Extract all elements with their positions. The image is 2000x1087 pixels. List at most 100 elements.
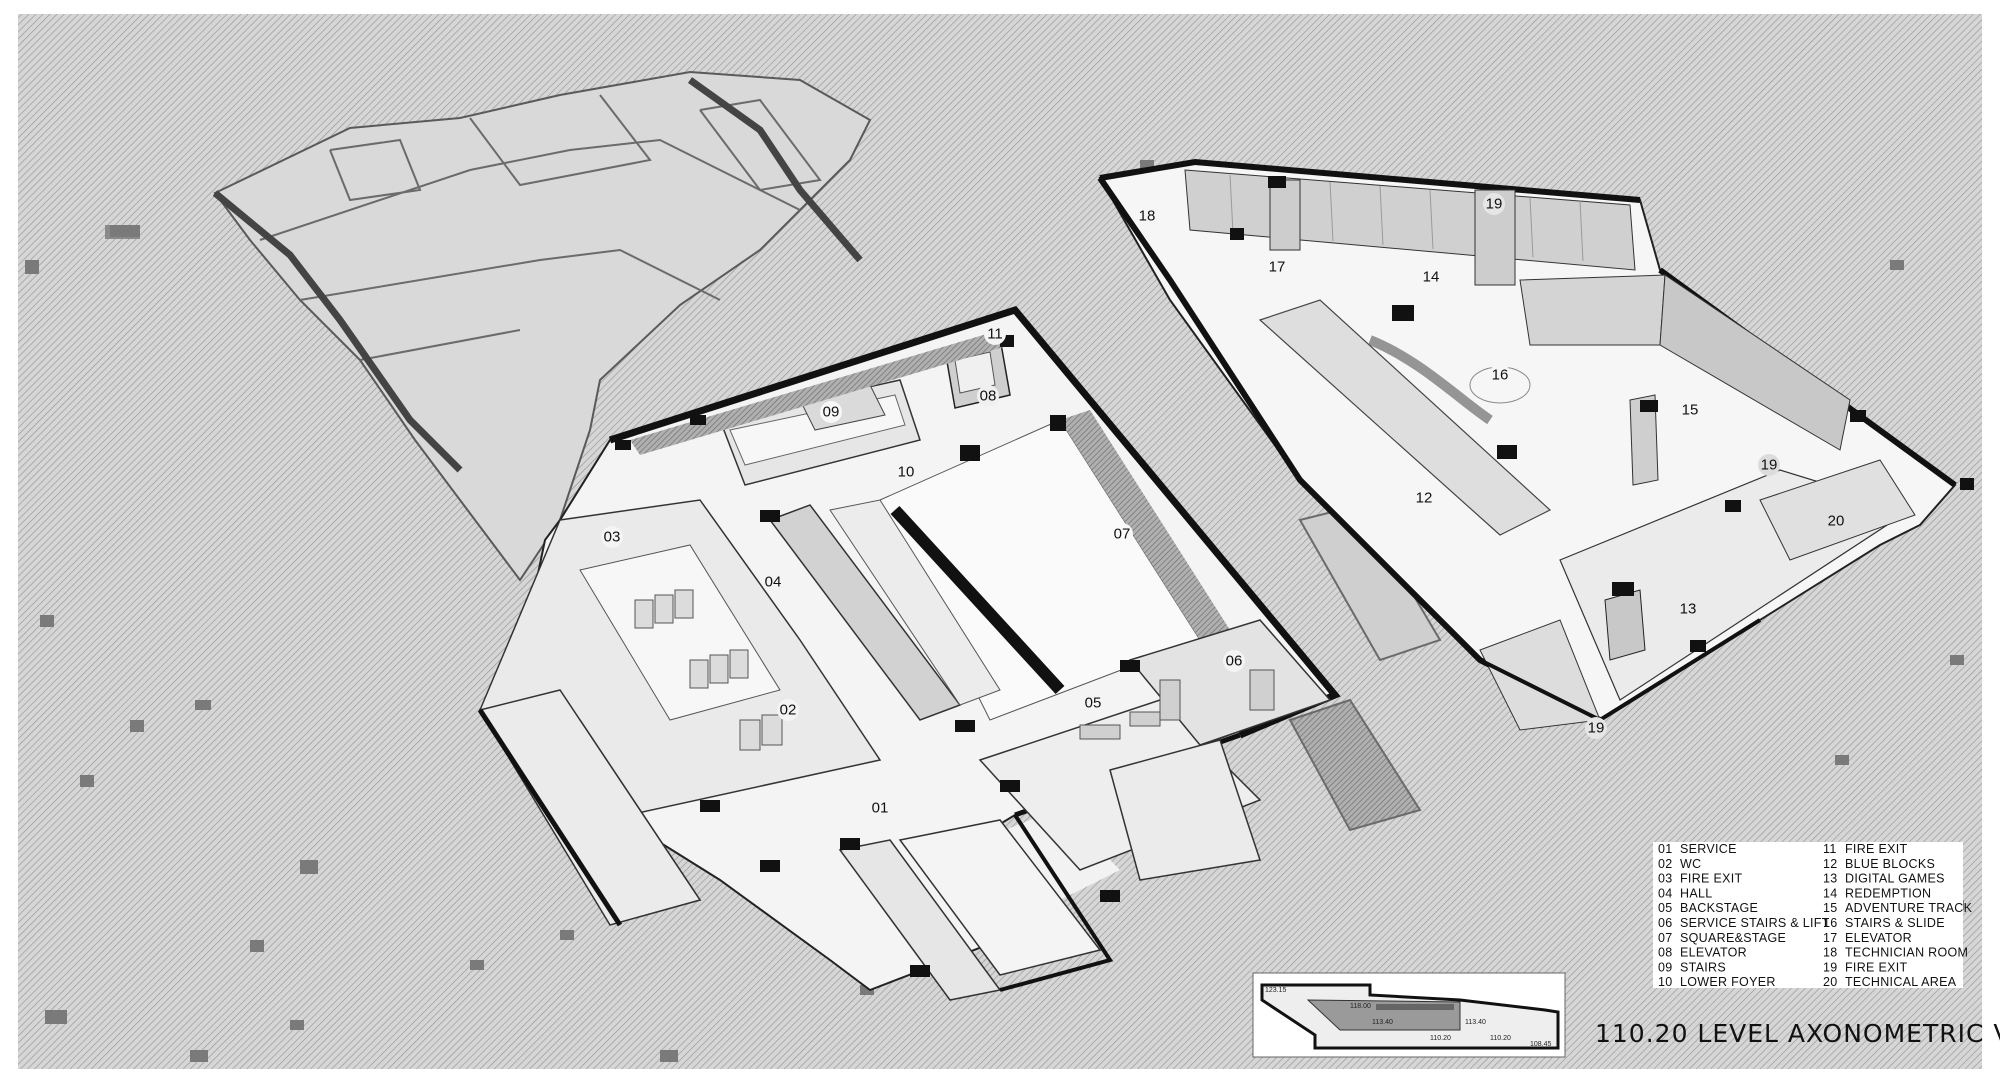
drawing-title: 110.20 LEVEL AXONOMETRIC VIEW [1595, 1019, 2000, 1048]
svg-text:02: 02 [780, 702, 797, 719]
legend-number: 09 [1658, 960, 1673, 974]
room-tag-08: 08 [977, 385, 999, 407]
room-tag-19: 19 [1758, 454, 1780, 476]
room-tag-18: 18 [1136, 205, 1158, 227]
legend-number: 11 [1823, 842, 1837, 856]
right-building [1097, 158, 1974, 731]
legend-label: SERVICE [1680, 842, 1737, 856]
room-tag-19: 19 [1483, 193, 1505, 215]
room-tag-07: 07 [1111, 523, 1133, 545]
svg-text:20: 20 [1828, 513, 1845, 530]
room-tag-16: 16 [1489, 364, 1511, 386]
svg-text:15: 15 [1682, 402, 1699, 419]
left-building [477, 305, 1341, 1001]
room-tag-06: 06 [1223, 650, 1245, 672]
legend-number: 03 [1658, 872, 1673, 886]
legend-label: TECHNICIAN ROOM [1845, 946, 1968, 960]
legend-label: ELEVATOR [1680, 946, 1747, 960]
legend-label: HALL [1680, 886, 1712, 900]
svg-text:11: 11 [987, 326, 1003, 343]
legend-label: SQUARE&STAGE [1680, 931, 1786, 945]
svg-text:110.20: 110.20 [1430, 1035, 1451, 1042]
svg-text:16: 16 [1492, 367, 1509, 384]
legend-label: STAIRS & SLIDE [1845, 916, 1945, 930]
legend-label: FIRE EXIT [1680, 872, 1742, 886]
ghost-building-thick-edges [212, 77, 863, 473]
room-tag-14: 14 [1420, 266, 1442, 288]
room-tag-01: 01 [869, 797, 891, 819]
svg-text:04: 04 [765, 574, 782, 591]
legend-number: 07 [1658, 931, 1673, 945]
legend-number: 02 [1658, 857, 1673, 871]
legend-number: 01 [1658, 842, 1673, 856]
svg-text:08: 08 [980, 388, 997, 405]
legend-label: STAIRS [1680, 960, 1726, 974]
legend-number: 04 [1658, 886, 1673, 900]
legend-number: 13 [1823, 872, 1838, 886]
room-tag-11: 11 [984, 323, 1006, 345]
ghost-outline-right [1179, 199, 1442, 832]
room-tag-04: 04 [762, 571, 784, 593]
room-tag-03: 03 [601, 526, 623, 548]
room-tag-12: 12 [1413, 487, 1435, 509]
legend-number: 15 [1823, 901, 1838, 915]
legend-number: 17 [1823, 931, 1838, 945]
svg-text:12: 12 [1416, 490, 1433, 507]
svg-text:118.00: 118.00 [1350, 1003, 1371, 1010]
svg-text:10: 10 [898, 464, 915, 481]
svg-text:19: 19 [1761, 457, 1778, 474]
room-tag-20: 20 [1825, 510, 1847, 532]
room-tag-05: 05 [1082, 692, 1104, 714]
svg-text:19: 19 [1486, 196, 1503, 213]
legend-number: 05 [1658, 901, 1673, 915]
legend-number: 14 [1823, 886, 1838, 900]
svg-text:09: 09 [823, 404, 840, 421]
room-tag-10: 10 [895, 461, 917, 483]
svg-text:03: 03 [604, 529, 621, 546]
svg-text:123.15: 123.15 [1265, 987, 1287, 994]
legend-label: BACKSTAGE [1680, 901, 1758, 915]
legend-label: LOWER FOYER [1680, 975, 1776, 989]
legend-number: 06 [1658, 916, 1673, 930]
room-tags: 01 02 03 04 05 06 07 08 09 10 11 12 13 1… [601, 193, 1847, 819]
svg-text:110.20: 110.20 [1490, 1035, 1511, 1042]
svg-text:13: 13 [1680, 601, 1697, 618]
room-tag-17: 17 [1266, 256, 1288, 278]
legend-label: DIGITAL GAMES [1845, 872, 1945, 886]
legend-label: BLUE BLOCKS [1845, 857, 1935, 871]
svg-text:108.45: 108.45 [1530, 1041, 1552, 1048]
legend-label: REDEMPTION [1845, 886, 1931, 900]
svg-text:18: 18 [1139, 208, 1156, 225]
legend-label: ELEVATOR [1845, 931, 1912, 945]
svg-text:01: 01 [872, 800, 889, 817]
legend-number: 12 [1823, 857, 1838, 871]
room-tag-09: 09 [820, 401, 842, 423]
svg-text:19: 19 [1588, 720, 1605, 737]
room-tag-13: 13 [1677, 598, 1699, 620]
legend-label: FIRE EXIT [1845, 842, 1907, 856]
legend-number: 20 [1823, 975, 1838, 989]
section-inset: 123.15 118.00 113.40 113.40 110.20 110.2… [1252, 972, 1566, 1058]
legend-label: ADVENTURE TRACK [1845, 901, 1973, 915]
legend-number: 16 [1823, 916, 1838, 930]
svg-text:05: 05 [1085, 695, 1102, 712]
legend-number: 08 [1658, 946, 1673, 960]
svg-text:17: 17 [1269, 259, 1286, 276]
legend-number: 10 [1658, 975, 1673, 989]
legend-number: 18 [1823, 946, 1838, 960]
room-tag-15: 15 [1679, 399, 1701, 421]
legend-label: TECHNICAL AREA [1845, 975, 1957, 989]
svg-text:06: 06 [1226, 653, 1243, 670]
room-tag-02: 02 [777, 699, 799, 721]
legend-number: 19 [1823, 960, 1838, 974]
svg-text:14: 14 [1423, 269, 1440, 286]
svg-text:07: 07 [1114, 526, 1131, 543]
room-tag-19: 19 [1585, 717, 1607, 739]
legend: 01 SERVICE 02 WC 03 FIRE EXIT 04 HALL 05 BACKSTAG… [1653, 842, 1973, 989]
svg-text:113.40: 113.40 [1372, 1019, 1393, 1026]
svg-text:113.40: 113.40 [1465, 1019, 1486, 1026]
legend-label: SERVICE STAIRS & LIFT [1680, 916, 1830, 930]
legend-label: WC [1680, 857, 1701, 871]
